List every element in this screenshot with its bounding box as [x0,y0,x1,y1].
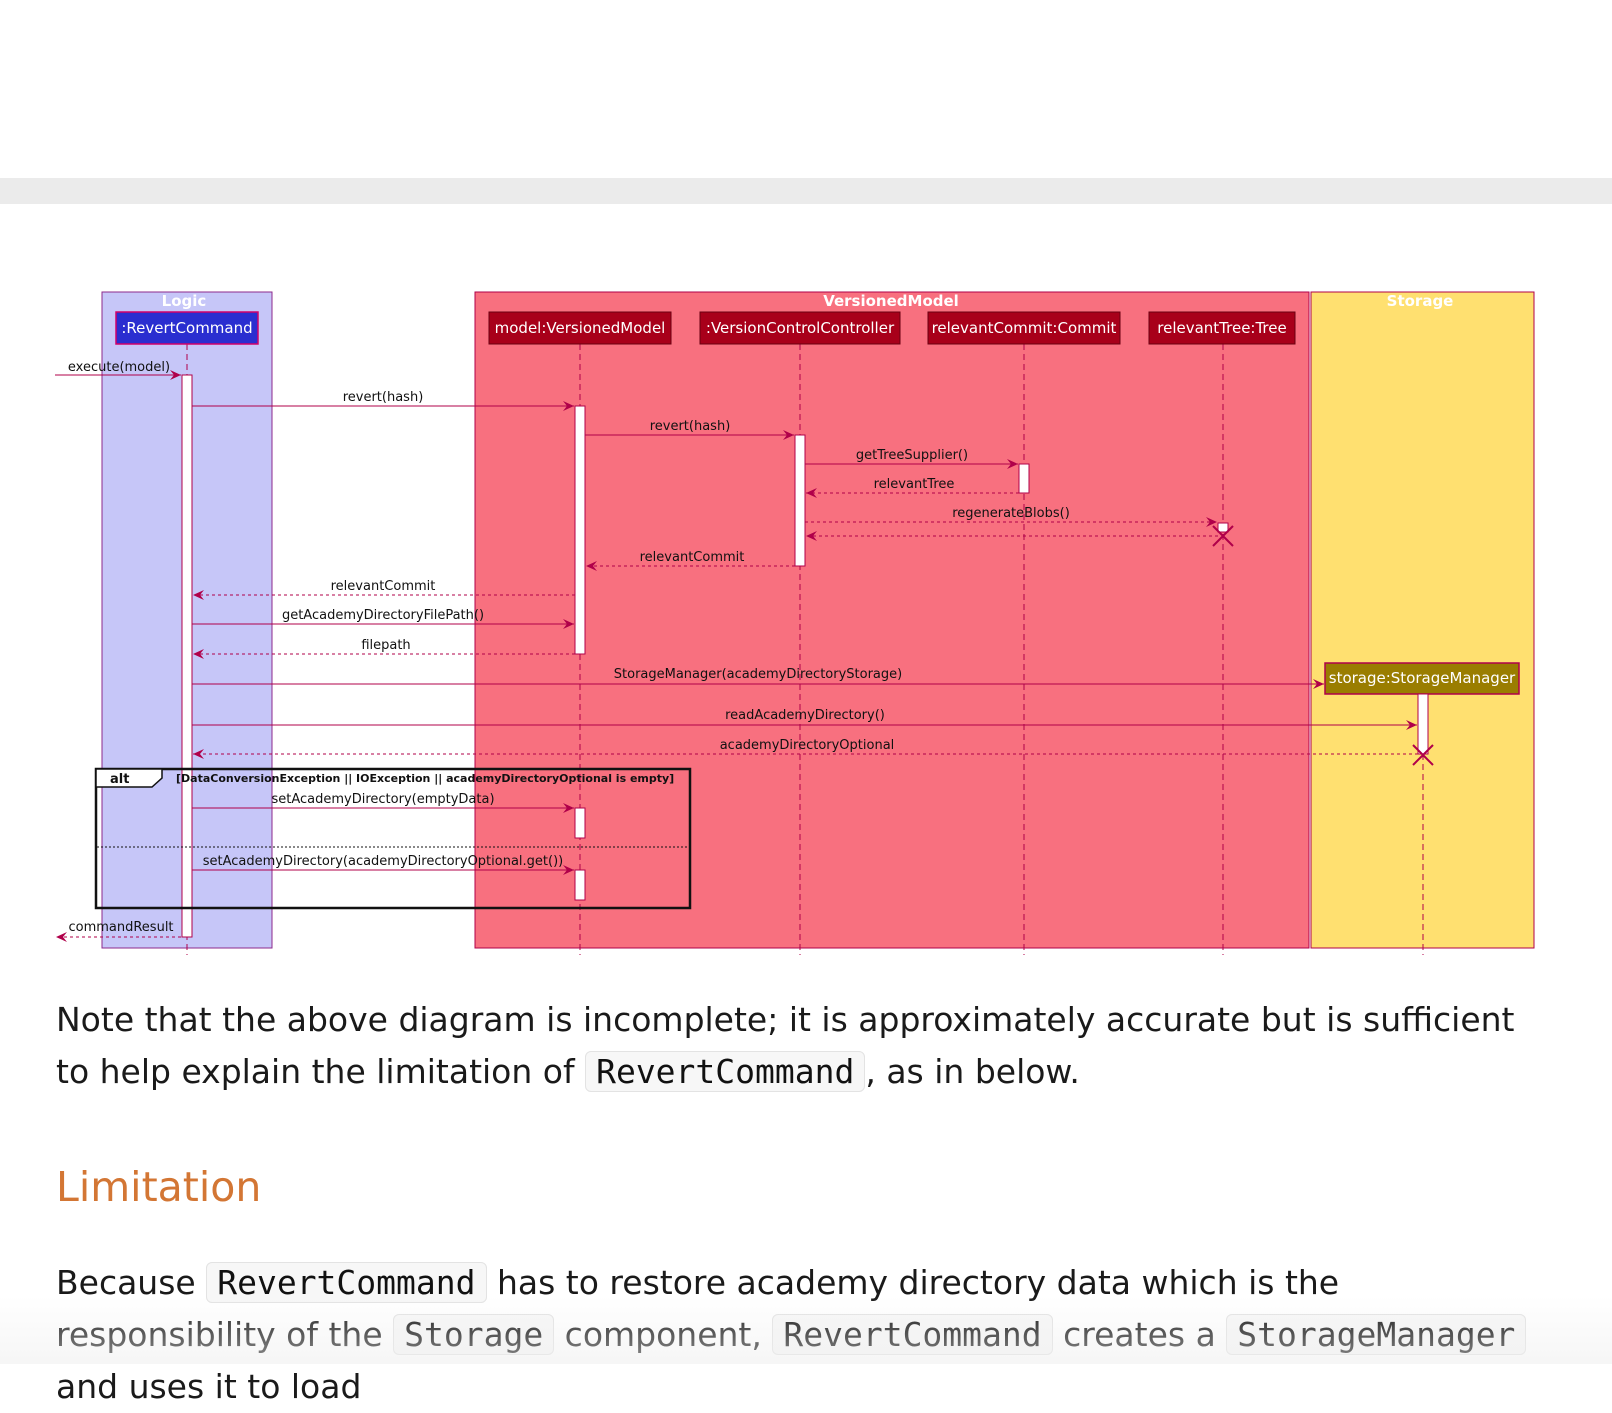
msg-label-gettreesupplier: getTreeSupplier() [856,448,968,463]
msg-label-setacademydirectory-get: setAcademyDirectory(academyDirectoryOpti… [203,854,564,869]
alt-fragment [94,767,692,910]
svg-text::VersionControlController: :VersionControlController [706,319,895,337]
msg-label-setacademydirectory-empty: setAcademyDirectory(emptyData) [271,792,494,807]
activation-model-alt1 [574,807,586,839]
alt-fragment-label: alt [110,772,129,787]
activation-controller [794,434,806,567]
destroy-storagemanager-mark-b [1412,744,1434,766]
participant-commit [927,311,1121,345]
participant-tree [1148,311,1296,345]
svg-text:storage:StorageManager: storage:StorageManager [1329,669,1516,687]
inline-code-revertcommand: RevertCommand [585,1051,866,1092]
msg-label-execute: execute(model) [68,360,170,375]
svg-text:relevantTree:Tree: relevantTree:Tree [1157,319,1286,337]
activation-commit [1018,463,1030,494]
inline-code-storagemanager: StorageManager [1226,1314,1527,1355]
logic-box-title: Logic [162,292,207,310]
section-heading-limitation: Limitation [56,1163,262,1211]
limitation-paragraph: Because RevertCommand has to restore aca… [56,1257,1556,1413]
alt-fragment-tab [95,768,163,788]
participant-revertcommand [115,311,259,345]
participant-controller [699,311,901,345]
msg-label-relevantcommit-2: relevantCommit [331,579,436,594]
svg-text:model:VersionedModel: model:VersionedModel [495,319,666,337]
activation-tree [1217,522,1229,533]
inline-code-storage: Storage [393,1314,555,1355]
msg-label-regenerateblobs: regenerateBlobs() [952,506,1070,521]
svg-text:relevantCommit:Commit: relevantCommit:Commit [932,319,1117,337]
destroy-tree-mark-b [1212,525,1234,547]
note-paragraph: Note that the above diagram is incomplet… [56,1000,1515,1092]
participant-storagemanager [1324,662,1520,695]
versioned-model-box [474,291,1310,949]
svg-text::RevertCommand: :RevertCommand [121,319,252,337]
msg-label-getacademydirectoryfilepath: getAcademyDirectoryFilePath() [282,608,484,623]
activation-model [574,405,586,655]
top-gray-band [0,178,1612,204]
msg-label-relevantcommit-1: relevantCommit [640,550,745,565]
msg-label-storagemanager: StorageManager(academyDirectoryStorage) [614,667,902,682]
msg-label-relevanttree: relevantTree [874,477,955,492]
inline-code-revertcommand: RevertCommand [206,1262,487,1303]
msg-label-readacademydirectory: readAcademyDirectory() [725,708,885,723]
inline-code-revertcommand: RevertCommand [772,1314,1053,1355]
sequence-diagram: Logic VersionedModel Storage :RevertComm… [55,291,1535,955]
msg-label-academydirectoryoptional: academyDirectoryOptional [720,738,895,753]
activation-model-alt2 [574,869,586,901]
participant-model [488,311,672,345]
activation-revertcommand [181,374,193,938]
activation-storagemanager [1417,693,1429,755]
alt-fragment-condition: [DataConversionException || IOException … [176,772,674,785]
versioned-model-box-title: VersionedModel [823,292,959,310]
msg-label-revert-2: revert(hash) [650,419,731,434]
msg-label-commandresult: commandResult [68,920,173,935]
msg-label-filepath: filepath [361,638,410,653]
storage-box-title: Storage [1387,292,1454,310]
msg-label-revert-1: revert(hash) [343,390,424,405]
